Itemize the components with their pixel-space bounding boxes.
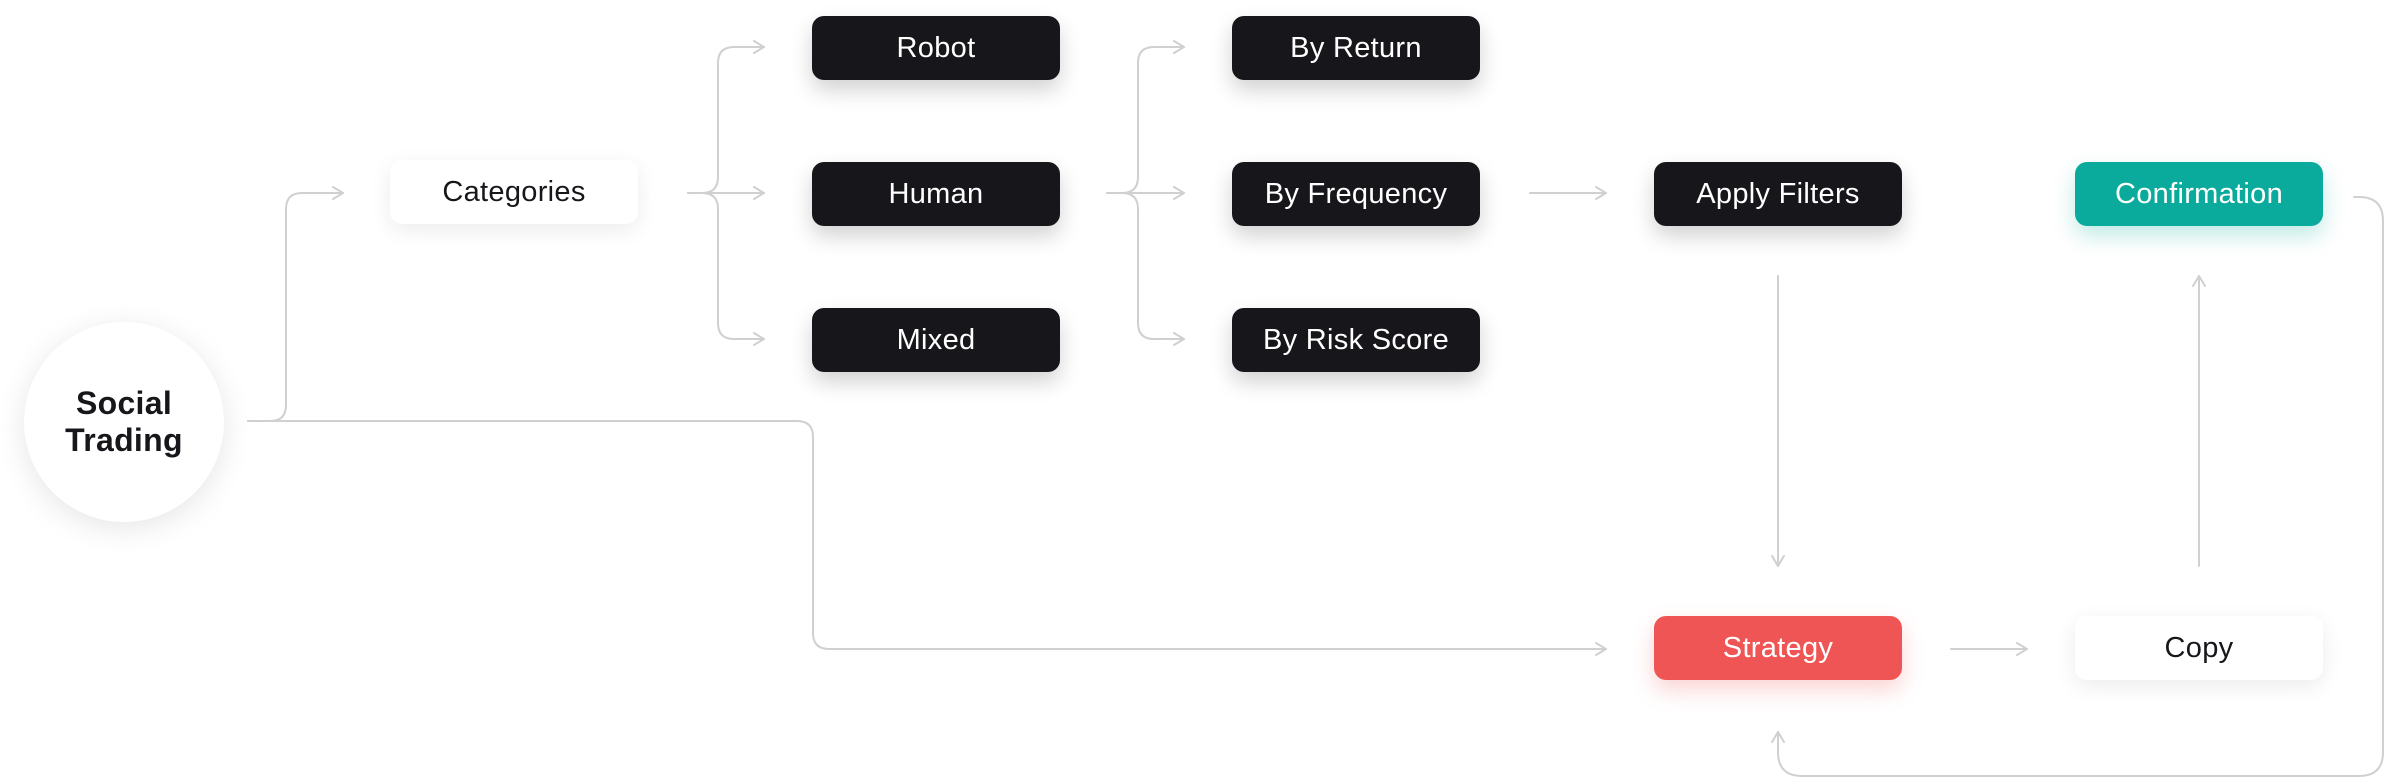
node-copy[interactable]: Copy bbox=[2075, 616, 2323, 680]
node-apply-filters[interactable]: Apply Filters bbox=[1654, 162, 1902, 226]
edge-confirmation-strategy bbox=[1771, 196, 2384, 777]
edge-categories-robot bbox=[687, 40, 765, 194]
node-human[interactable]: Human bbox=[812, 162, 1060, 226]
node-robot[interactable]: Robot bbox=[812, 16, 1060, 80]
node-by-frequency[interactable]: By Frequency bbox=[1232, 162, 1480, 226]
node-by-risk-score[interactable]: By Risk Score bbox=[1232, 308, 1480, 372]
node-social-trading-line1: Social bbox=[75, 385, 173, 421]
edge-root-categories bbox=[247, 186, 344, 422]
edge-human-risk bbox=[1106, 192, 1185, 346]
node-social-trading[interactable]: Social Trading bbox=[24, 322, 224, 522]
edge-root-strategy bbox=[247, 420, 1607, 656]
node-categories[interactable]: Categories bbox=[390, 160, 638, 224]
node-by-return[interactable]: By Return bbox=[1232, 16, 1480, 80]
node-confirmation[interactable]: Confirmation bbox=[2075, 162, 2323, 226]
edge-categories-mixed bbox=[687, 192, 765, 346]
node-mixed[interactable]: Mixed bbox=[812, 308, 1060, 372]
node-strategy[interactable]: Strategy bbox=[1654, 616, 1902, 680]
node-social-trading-line2: Trading bbox=[65, 422, 183, 458]
edge-human-return bbox=[1106, 40, 1185, 194]
